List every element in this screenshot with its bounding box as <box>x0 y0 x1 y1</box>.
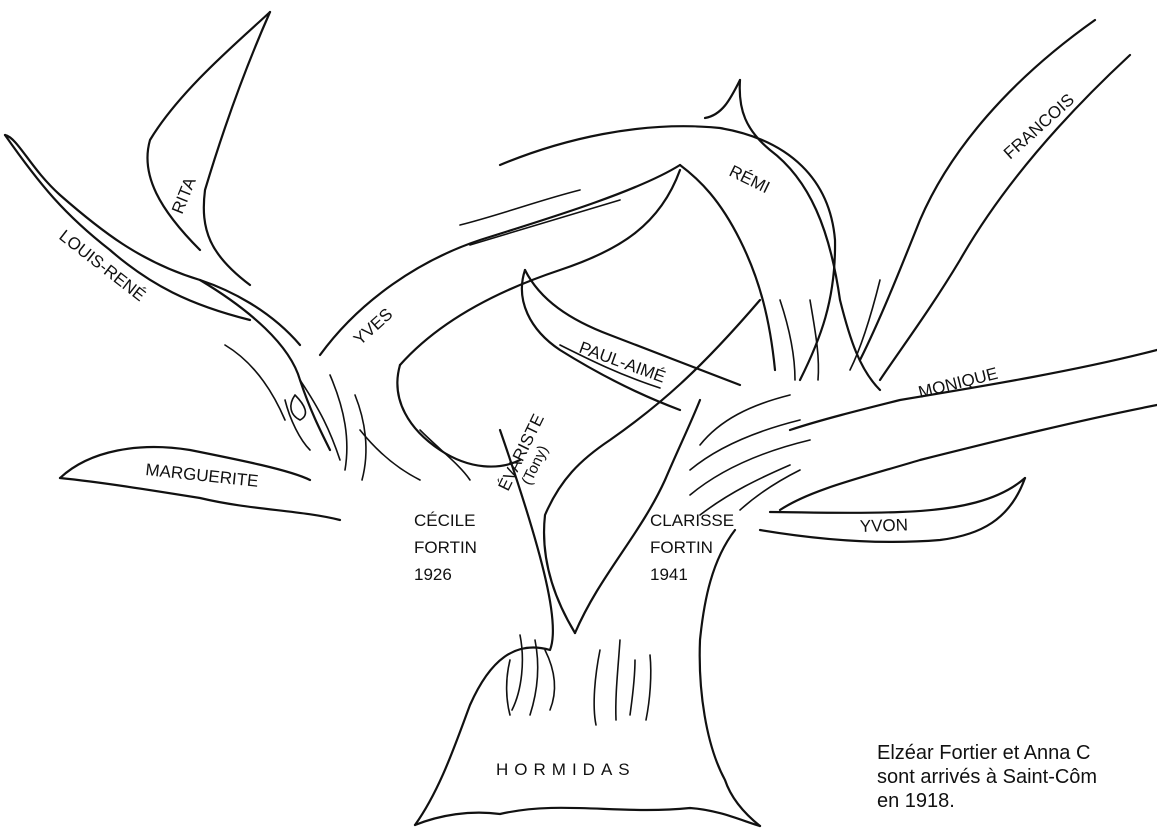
caption-line-3: en 1918. <box>877 790 955 812</box>
branch-label-louis-rene: LOUIS-RENÉ <box>56 226 150 305</box>
branch-label-yvon: YVON <box>859 515 908 536</box>
branch-label-monique: MONIQUE <box>916 364 999 402</box>
root-label-hormidas: HORMIDAS <box>496 760 636 779</box>
branch-label-marguerite: MARGUERITE <box>145 460 260 491</box>
trunk-outline <box>413 298 762 828</box>
caption-line-1: Elzéar Fortier et Anna C <box>877 742 1091 764</box>
trunk-hatching <box>505 634 652 726</box>
parent-left-surname: FORTIN <box>414 538 477 557</box>
parent-right-name: CLARISSE <box>650 511 734 530</box>
parent-left-name: CÉCILE <box>414 511 475 530</box>
branch-label-remi: RÉMI <box>726 162 773 198</box>
caption: Elzéar Fortier et Anna C sont arrivés à … <box>877 741 1157 813</box>
branch-label-francois: FRANCOIS <box>1000 90 1078 163</box>
caption-line-2: sont arrivés à Saint-Côm <box>877 766 1098 788</box>
right-branches <box>498 18 1157 544</box>
parent-right-surname: FORTIN <box>650 538 713 557</box>
branch-label-rita: RITA <box>168 174 200 216</box>
branch-label-paul-aime: PAUL-AIMÉ <box>577 338 668 387</box>
left-branches <box>3 10 682 522</box>
branch-label-yves: YVES <box>350 305 396 349</box>
parent-right-year: 1941 <box>650 565 688 584</box>
parent-left-year: 1926 <box>414 565 452 584</box>
